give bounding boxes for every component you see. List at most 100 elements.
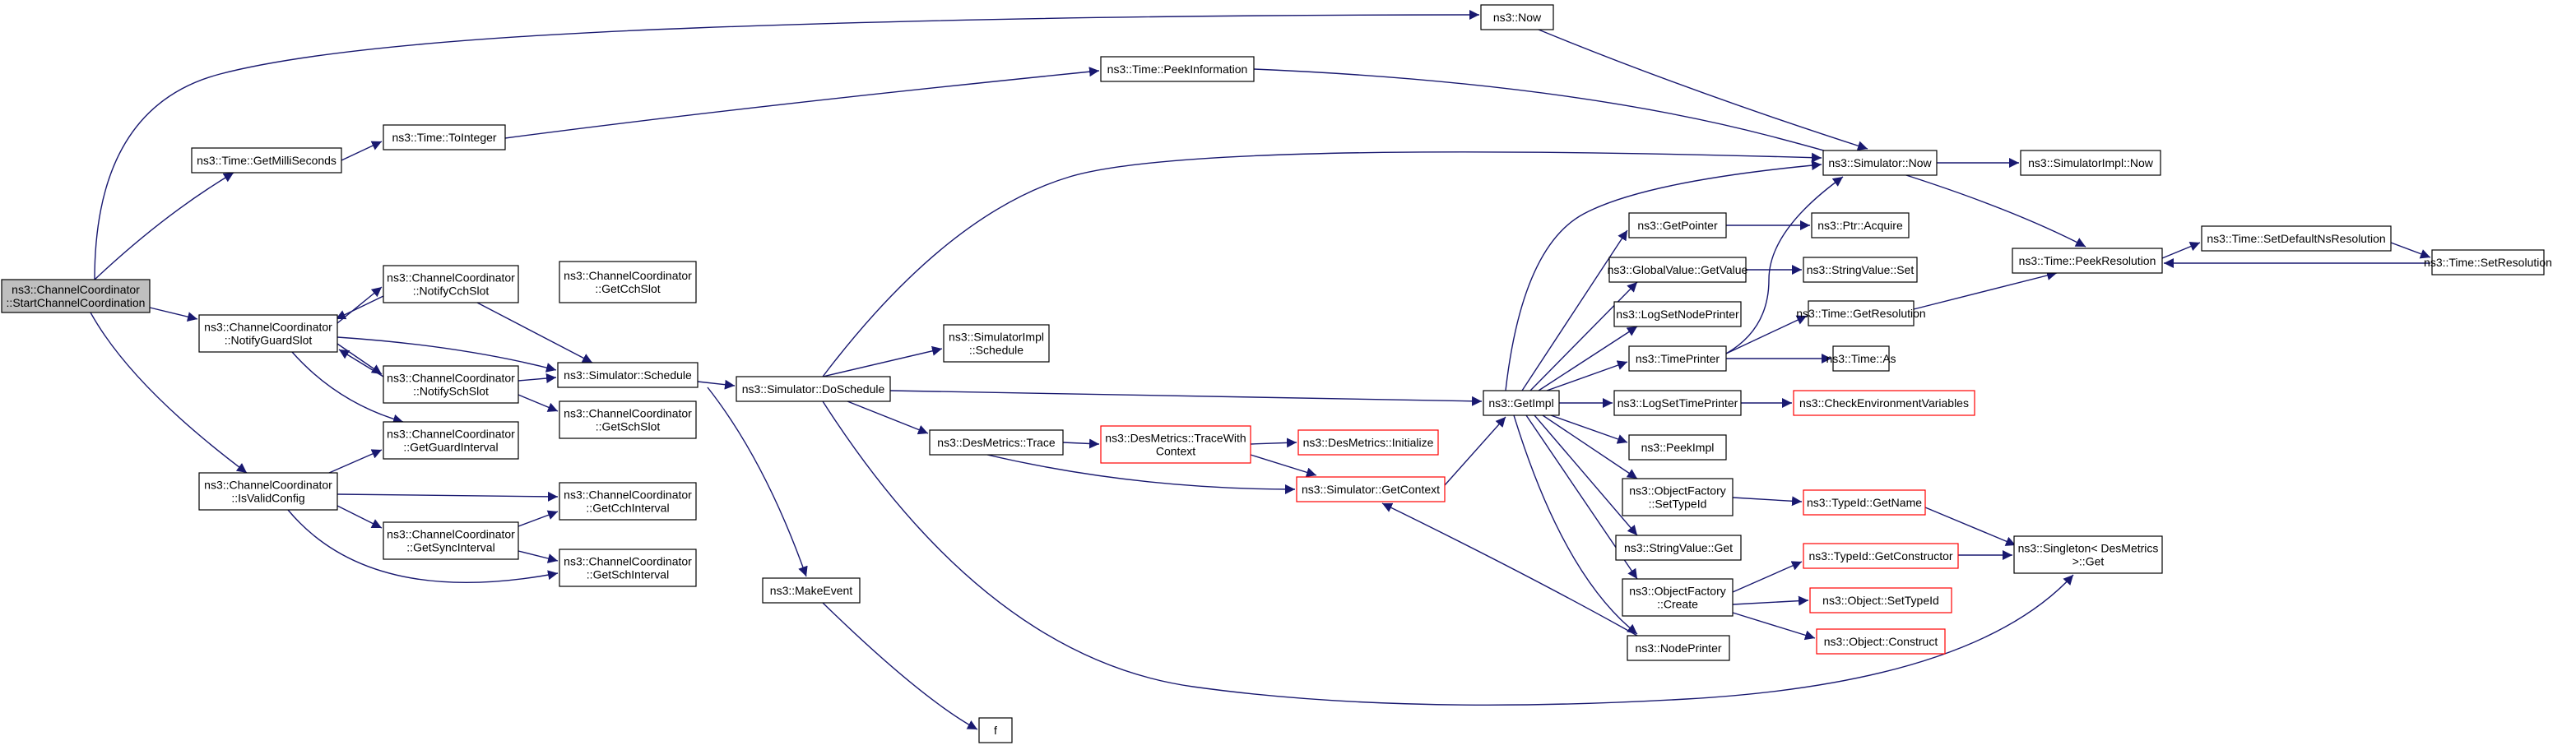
node-syncint[interactable]: ns3::ChannelCoordinator::GetSyncInterval: [383, 521, 519, 560]
node-logtimeprinter[interactable]: ns3::LogSetTimePrinter: [1613, 390, 1742, 416]
node-label: ns3::Time::As: [1826, 352, 1896, 365]
node-box: [1613, 390, 1742, 416]
node-singleton[interactable]: ns3::Singleton< DesMetrics >::Get: [2013, 535, 2163, 574]
node-box: [1809, 587, 1952, 613]
node-checkenv[interactable]: ns3::CheckEnvironmentVariables: [1793, 390, 1975, 416]
node-now[interactable]: ns3::Now: [1480, 4, 1554, 30]
node-getcontext[interactable]: ns3::Simulator::GetContext: [1296, 476, 1446, 502]
node-label: f: [994, 724, 997, 737]
node-label: ::SetTypeId: [1649, 498, 1707, 511]
node-box: [1613, 301, 1742, 327]
node-schedule[interactable]: ns3::Simulator::Schedule: [557, 362, 699, 388]
node-desinit[interactable]: ns3::DesMetrics::Initialize: [1297, 429, 1439, 456]
node-implnow[interactable]: ns3::SimulatorImpl::Now: [2020, 150, 2161, 176]
node-timeprinter[interactable]: ns3::TimePrinter: [1628, 345, 1727, 372]
node-typeidgetctor[interactable]: ns3::TypeId::GetConstructor: [1803, 543, 1959, 569]
node-label: ns3::TypeId::GetName: [1807, 496, 1922, 509]
node-getimpl[interactable]: ns3::GetImpl: [1483, 390, 1560, 416]
node-guardint[interactable]: ns3::ChannelCoordinator::GetGuardInterva…: [383, 421, 519, 460]
node-strvalset[interactable]: ns3::StringValue::Set: [1803, 257, 1918, 283]
node-objsettypeid[interactable]: ns3::Object::SetTypeId: [1809, 587, 1952, 613]
node-label: ::GetCchInterval: [586, 502, 669, 515]
call-edge-ofsettypeid-to-typeidgetname: [1732, 496, 1803, 507]
node-lognodeprinter[interactable]: ns3::LogSetNodePrinter: [1613, 301, 1742, 327]
node-ptracquire[interactable]: ns3::Ptr::Acquire: [1811, 212, 1910, 238]
node-label: >::Get: [2072, 555, 2105, 568]
node-getcchslot[interactable]: ns3::ChannelCoordinator::GetCchSlot: [559, 261, 697, 303]
node-box: [978, 717, 1013, 743]
node-label: ns3::DesMetrics::TraceWith: [1105, 432, 1246, 445]
node-box: [1100, 425, 1251, 464]
call-edge-toint-to-peekinfo: [504, 67, 1100, 139]
node-getres[interactable]: ns3::Time::GetResolution: [1796, 300, 1926, 326]
call-edge-doschedule-to-singleton: [822, 400, 2074, 706]
node-label: ns3::Object::Construct: [1824, 635, 1938, 648]
node-box: [1627, 635, 1730, 661]
node-box: [557, 362, 699, 388]
node-label: ns3::Time::PeekInformation: [1107, 62, 1248, 76]
node-f[interactable]: f: [978, 717, 1013, 743]
node-isvalid[interactable]: ns3::ChannelCoordinator::IsValidConfig: [198, 472, 338, 511]
node-box: [1628, 212, 1727, 238]
node-doschedule[interactable]: ns3::Simulator::DoSchedule: [736, 376, 891, 402]
node-getpointer[interactable]: ns3::GetPointer: [1628, 212, 1727, 238]
call-edge-makeevent-to-f: [822, 602, 978, 730]
node-peekres[interactable]: ns3::Time::PeekResolution: [2012, 248, 2163, 274]
call-edge-schslot-to-guardslot: [338, 349, 384, 377]
node-label: ns3::PeekImpl: [1641, 441, 1715, 454]
node-label: ::GetSyncInterval: [406, 541, 494, 554]
call-edge-isvalid-to-getcchint: [337, 491, 559, 502]
node-getschint[interactable]: ns3::ChannelCoordinator::GetSchInterval: [559, 549, 697, 587]
node-label: ns3::Singleton< DesMetrics: [2018, 542, 2159, 555]
node-peekimpl[interactable]: ns3::PeekImpl: [1628, 434, 1727, 461]
node-label: ::GetGuardInterval: [403, 441, 498, 454]
node-box: [929, 429, 1064, 456]
node-ofcreate[interactable]: ns3::ObjectFactory::Create: [1622, 578, 1734, 617]
node-box: [1, 279, 151, 313]
call-edge-setdefres-to-setres: [2390, 242, 2431, 259]
node-box: [559, 482, 697, 521]
node-toint[interactable]: ns3::Time::ToInteger: [383, 124, 506, 150]
node-destrace[interactable]: ns3::DesMetrics::Trace: [929, 429, 1064, 456]
node-setdefres[interactable]: ns3::Time::SetDefaultNsResolution: [2201, 225, 2392, 252]
call-edge-getimpl-to-ofsettypeid: [1542, 414, 1638, 479]
node-label: ns3::ChannelCoordinator: [387, 428, 515, 441]
node-simnow[interactable]: ns3::Simulator::Now: [1822, 150, 1938, 176]
node-setres[interactable]: ns3::Time::SetResolution: [2424, 249, 2552, 275]
node-getms[interactable]: ns3::Time::GetMilliSeconds: [191, 147, 342, 174]
node-box: [1480, 4, 1554, 30]
node-label: ns3::LogSetTimePrinter: [1618, 396, 1738, 410]
node-getcchint[interactable]: ns3::ChannelCoordinator::GetCchInterval: [559, 482, 697, 521]
node-getschslot[interactable]: ns3::ChannelCoordinator::GetSchSlot: [559, 400, 697, 439]
node-label: ::Create: [1657, 598, 1698, 611]
node-label: ns3::ChannelCoordinator: [564, 488, 692, 502]
node-schslot[interactable]: ns3::ChannelCoordinator::NotifySchSlot: [383, 365, 519, 404]
node-label: ns3::Simulator::Schedule: [564, 368, 692, 382]
node-box: [2201, 225, 2392, 252]
node-label: ns3::TypeId::GetConstructor: [1808, 549, 1952, 562]
node-peekinfo[interactable]: ns3::Time::PeekInformation: [1100, 56, 1255, 82]
node-box: [1608, 257, 1747, 283]
node-timeas[interactable]: ns3::Time::As: [1826, 345, 1896, 372]
node-label: ns3::Time::ToInteger: [392, 131, 496, 144]
node-guardslot[interactable]: ns3::ChannelCoordinator::NotifyGuardSlot: [198, 314, 338, 353]
node-label: ns3::ChannelCoordinator: [564, 555, 692, 568]
node-gvgetvalue[interactable]: ns3::GlobalValue::GetValue: [1608, 257, 1748, 283]
node-typeidgetname[interactable]: ns3::TypeId::GetName: [1803, 489, 1926, 516]
node-label: ns3::GetImpl: [1488, 396, 1553, 410]
node-box: [1803, 543, 1959, 569]
node-cchslot[interactable]: ns3::ChannelCoordinator::NotifyCchSlot: [383, 265, 519, 303]
node-box: [1615, 535, 1742, 561]
node-simimplsched[interactable]: ns3::SimulatorImpl::Schedule: [943, 324, 1050, 363]
node-nodeprinter[interactable]: ns3::NodePrinter: [1627, 635, 1730, 661]
node-start[interactable]: ns3::ChannelCoordinator::StartChannelCoo…: [1, 279, 151, 313]
node-objconstruct[interactable]: ns3::Object::Construct: [1816, 628, 1946, 655]
call-edge-destrace-to-destracewith: [1062, 438, 1100, 449]
node-makeevent[interactable]: ns3::MakeEvent: [762, 577, 861, 604]
node-box: [383, 124, 506, 150]
call-edge-destracewith-to-desinit: [1250, 438, 1297, 448]
node-strvalget[interactable]: ns3::StringValue::Get: [1615, 535, 1742, 561]
call-edge-guardslot-to-guardint: [291, 351, 404, 424]
node-ofsettypeid[interactable]: ns3::ObjectFactory::SetTypeId: [1622, 478, 1734, 516]
